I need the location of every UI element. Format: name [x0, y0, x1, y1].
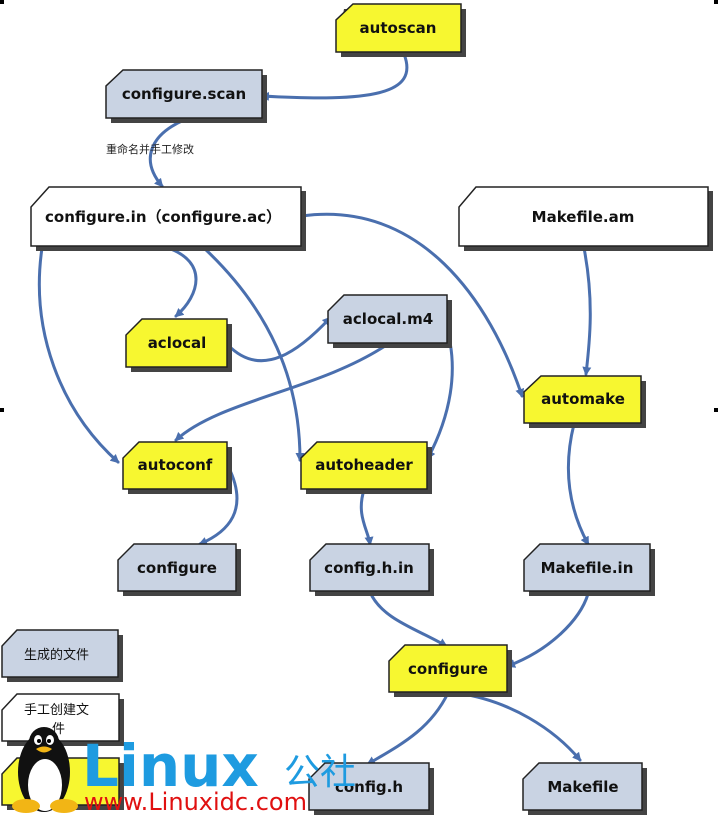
edge-makefile-in-to-configure-run [506, 592, 590, 668]
edge-autoconf-to-configure [198, 464, 239, 546]
node-makefile-in: Makefile.in [523, 543, 655, 596]
edge-autoscan-to-configure-scan [260, 52, 409, 101]
node-makefile-label: Makefile [547, 778, 618, 796]
node-autoconf-label: autoconf [138, 456, 213, 474]
edge-makefile-am-to-automake [582, 246, 592, 376]
penguin-icon [12, 727, 78, 813]
node-config-h-in: config.h.in [309, 543, 434, 596]
node-configure-generated: configure [117, 543, 241, 596]
legend-generated: 生成的文件 [1, 629, 123, 682]
node-autoscan: autoscan [335, 3, 466, 57]
node-makefile: Makefile [522, 762, 647, 815]
node-configure-run: configure [388, 644, 512, 697]
edge-aclocal-m4-to-autoconf [174, 342, 390, 442]
legend-generated-label: 生成的文件 [24, 647, 89, 663]
node-automake-label: automake [541, 390, 625, 408]
edge-autoheader-to-config-h-in [359, 488, 374, 546]
watermark-brand-cn: 公社 [284, 752, 356, 793]
edge-label-rename-modify: 重命名并手工修改 [106, 142, 194, 156]
node-autoheader: autoheader [300, 441, 432, 494]
edge-configure-run-to-config-h [366, 691, 450, 766]
node-configure-in-label: configure.in（configure.ac） [45, 208, 281, 226]
node-aclocal-m4: aclocal.m4 [327, 294, 452, 348]
node-configure-in: configure.in（configure.ac） [30, 186, 306, 251]
edge-aclocal-to-aclocal-m4 [226, 316, 332, 363]
node-configure-scan-label: configure.scan [122, 85, 246, 103]
node-autoheader-label: autoheader [315, 456, 413, 474]
node-makefile-am-label: Makefile.am [532, 208, 635, 226]
node-config-h-label: config.h [335, 778, 403, 796]
node-configure-generated-label: configure [137, 559, 217, 577]
edge-configure-in-to-autoheader [202, 246, 305, 462]
node-makefile-am: Makefile.am [458, 186, 713, 251]
node-aclocal-m4-label: aclocal.m4 [343, 310, 433, 328]
page-border-ticks [0, 0, 718, 412]
node-config-h-in-label: config.h.in [324, 559, 414, 577]
edge-configure-in-to-autoconf [37, 246, 120, 464]
legend-manual-label-1: 手工创建文 [24, 703, 89, 718]
node-autoconf: autoconf [122, 441, 232, 494]
legend-manual: 手工创建文 件 [1, 693, 124, 746]
watermark-brand: Linux [82, 732, 259, 800]
edge-configure-scan-to-configure-in [148, 118, 186, 188]
edge-config-h-in-to-configure-run [368, 590, 448, 648]
node-aclocal-label: aclocal [148, 334, 207, 352]
node-configure-scan: configure.scan [105, 69, 267, 123]
node-config-h: config.h [308, 762, 434, 815]
node-aclocal: aclocal [125, 318, 232, 372]
edge-configure-run-to-makefile [454, 691, 582, 762]
edge-configure-in-to-aclocal [166, 246, 198, 318]
node-autoscan-label: autoscan [360, 19, 437, 37]
edge-automake-to-makefile-in [566, 422, 590, 546]
watermark: Linux 公社 www.Linuxidc.com [12, 727, 356, 816]
node-configure-run-label: configure [408, 660, 488, 678]
node-makefile-in-label: Makefile.in [541, 559, 634, 577]
node-automake: automake [523, 375, 646, 428]
watermark-url: www.Linuxidc.com [84, 788, 307, 816]
edge-configure-in-to-automake [300, 212, 525, 398]
